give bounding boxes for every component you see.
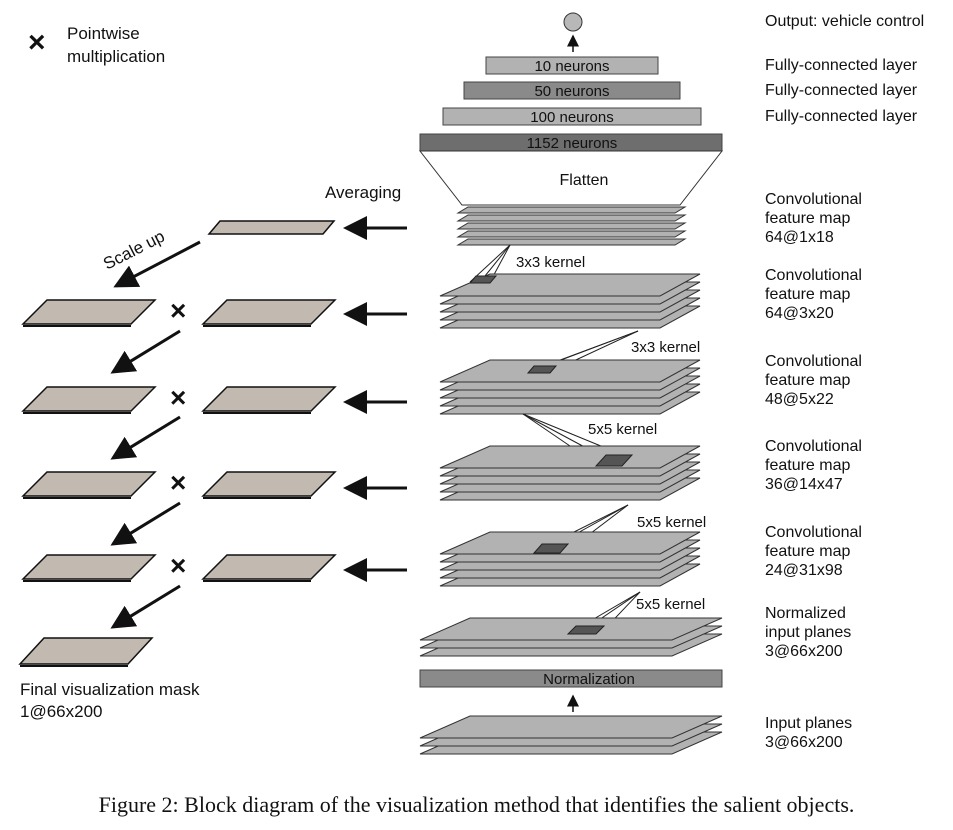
figure-caption: Figure 2: Block diagram of the visualiza… [98,792,855,817]
dense-label-100: 100 neurons [530,109,613,126]
final-mask-label-line1: Final visualization mask [20,680,200,699]
upscaled-mask-1 [21,299,157,327]
legend-label-line1: Pointwise [67,24,140,43]
kernel-label-1: 3x3 kernel [516,254,585,271]
kernel-label-5: 5x5 kernel [636,596,705,613]
dense-side-50: Fully-connected layer [765,82,918,99]
fm4-side-line1: Convolutional [765,438,862,455]
dense-layer-100 [442,107,702,126]
normalized-input-planes [419,617,723,657]
scale-up-arrow-2 [110,329,181,374]
scale-up-arrow-3 [110,415,181,460]
output-node [563,12,583,32]
fm5-side-line1: Convolutional [765,524,862,541]
output-label: Output: vehicle control [765,13,924,30]
kernel-patch-4 [532,543,570,554]
averaging-label: Averaging [325,183,401,202]
kernel-patch-5 [566,625,606,635]
dense-label-10: 10 neurons [534,58,609,75]
fm1-side-line1: Convolutional [765,191,862,208]
averaged-map-36x14x47 [201,471,337,499]
upscaled-mask-2 [21,386,157,414]
feature-map-24x31x98 [439,531,701,587]
kernel-patch-2 [526,365,558,374]
fm3-side-line1: Convolutional [765,353,862,370]
upscaled-mask-4 [21,554,157,582]
feature-map-36x14x47 [439,445,701,501]
fm3-side-line2: feature map [765,372,850,389]
input-side-line2: 3@66x200 [765,734,843,751]
scale-up-arrow-5 [110,584,181,629]
fm2-side-line1: Convolutional [765,267,862,284]
legend-multiply-icon: × [28,26,46,59]
fm1-side-line2: feature map [765,210,850,227]
flatten-trapezoid [418,150,724,206]
normalized-side-line2: input planes [765,624,851,641]
scale-up-arrow-4 [110,501,181,546]
dense-label-50: 50 neurons [534,83,609,100]
multiply-icon-2: × [170,382,186,413]
averaged-map-48x5x22 [201,386,337,414]
feature-map-64x3x20 [439,273,701,329]
legend-label-line2: multiplication [67,47,165,66]
feature-map-48x5x22 [439,359,701,415]
final-visualization-mask [18,637,154,667]
fm1-side-line3: 64@1x18 [765,229,834,246]
kernel-label-3: 5x5 kernel [588,421,657,438]
feature-map-64x1x18 [456,206,687,246]
multiply-icon-4: × [170,550,186,581]
dense-label-1152: 1152 neurons [527,135,618,152]
averaged-map-24x31x98 [201,554,337,582]
multiply-icon-3: × [170,467,186,498]
multiply-icon-1: × [170,295,186,326]
fm5-side-line3: 24@31x98 [765,562,843,579]
kernel-label-2: 3x3 kernel [631,339,700,356]
scale-up-label: Scale up [100,227,168,274]
averaged-map-64x3x20 [201,299,337,327]
fm3-side-line3: 48@5x22 [765,391,834,408]
normalized-side-line3: 3@66x200 [765,643,843,660]
upscaled-mask-3 [21,471,157,499]
fm4-side-line3: 36@14x47 [765,476,843,493]
scale-up-arrow-1 [113,240,201,288]
kernel-label-4: 5x5 kernel [637,514,706,531]
dense-layer-50 [463,81,681,100]
input-planes [419,715,723,755]
input-side-line1: Input planes [765,715,852,732]
normalized-side-line1: Normalized [765,605,846,622]
normalization-bar [419,669,723,688]
normalization-label: Normalization [543,671,635,688]
fm5-side-line2: feature map [765,543,850,560]
kernel-patch-1 [468,275,498,284]
kernel-patch-3 [594,454,634,467]
flatten-label: Flatten [560,172,609,189]
dense-side-10: Fully-connected layer [765,57,918,74]
final-mask-label-line2: 1@66x200 [20,702,103,721]
fm4-side-line2: feature map [765,457,850,474]
fm2-side-line3: 64@3x20 [765,305,834,322]
averaged-map-64x1x18 [207,220,336,235]
fm2-side-line2: feature map [765,286,850,303]
dense-layer-10 [485,56,659,75]
dense-side-100: Fully-connected layer [765,108,918,125]
